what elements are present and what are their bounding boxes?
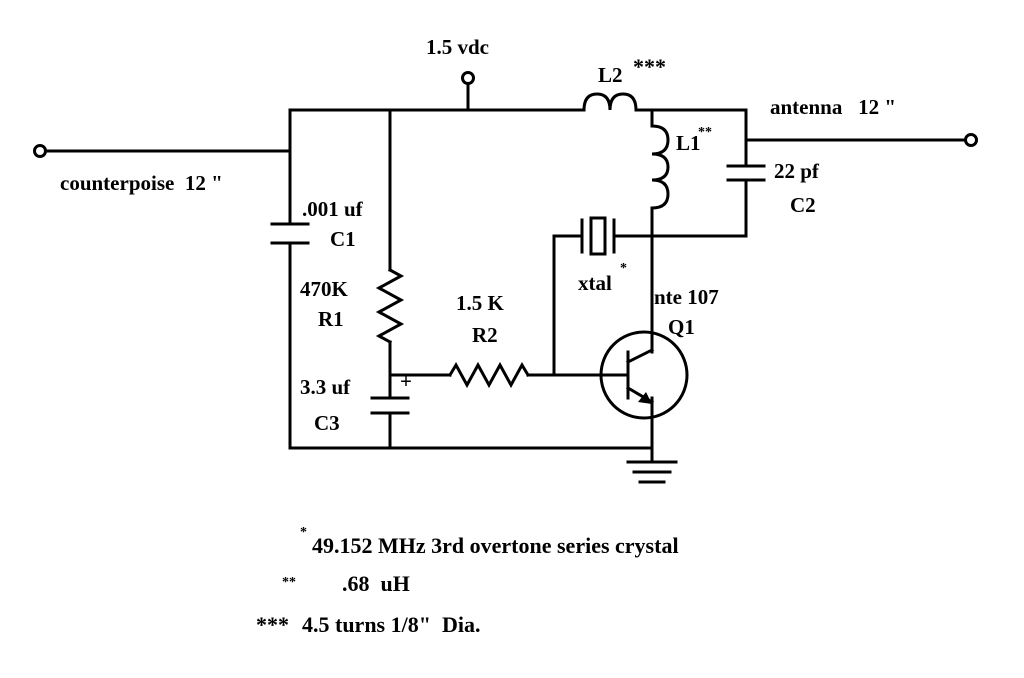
l2-mark: *** <box>633 54 666 79</box>
c1-label: C1 <box>330 227 356 251</box>
antenna-terminal <box>964 133 978 147</box>
wires <box>44 82 968 464</box>
capacitor-c1 <box>270 222 310 245</box>
inductor-l2 <box>582 92 638 112</box>
counterpoise-label: counterpoise 12 " <box>60 171 223 195</box>
l1-mark: ** <box>698 125 712 140</box>
l2-label: L2 <box>598 63 623 87</box>
footnote-2-text: .68 uH <box>342 571 410 596</box>
footnote-1-mark: * <box>300 525 307 540</box>
polarity-plus: + <box>400 369 412 393</box>
footnote-2-mark: ** <box>282 575 296 590</box>
r1-value-label: 470K <box>300 277 349 301</box>
antenna-label: antenna 12 " <box>770 95 896 119</box>
xtal-label: xtal <box>578 271 612 295</box>
c1-value-label: .001 uf <box>302 197 364 221</box>
c2-label: C2 <box>790 193 816 217</box>
inductor-l1 <box>650 124 670 210</box>
q1-label: Q1 <box>668 315 695 339</box>
capacitor-c2 <box>726 164 766 182</box>
xtal-mark: * <box>620 261 627 276</box>
capacitor-c3 <box>370 396 410 415</box>
counterpoise-terminal <box>33 144 47 158</box>
transistor-q1 <box>599 330 689 420</box>
resistor-r2 <box>447 361 531 389</box>
r2-value-label: 1.5 K <box>456 291 505 315</box>
footnote-1-text: 49.152 MHz 3rd overtone series crystal <box>312 533 679 558</box>
r2-label: R2 <box>472 323 498 347</box>
q1-part-label: nte 107 <box>654 285 719 309</box>
c3-label: C3 <box>314 411 340 435</box>
supply-label: 1.5 vdc <box>426 35 489 59</box>
footnote-3-mark: *** <box>256 612 289 637</box>
resistor-r1 <box>375 267 405 345</box>
c2-value-label: 22 pf <box>774 159 820 183</box>
footnote-3-text: 4.5 turns 1/8" Dia. <box>302 612 480 637</box>
footnote-3: *** 4.5 turns 1/8" Dia. <box>256 612 480 637</box>
l1-label: L1 <box>676 131 701 155</box>
supply-terminal <box>461 71 475 85</box>
footnote-2: ** .68 uH <box>282 571 410 596</box>
crystal-xtal <box>580 216 616 256</box>
c3-value-label: 3.3 uf <box>300 375 351 399</box>
r1-label: R1 <box>318 307 344 331</box>
footnote-1: * 49.152 MHz 3rd overtone series crystal <box>300 525 679 558</box>
ground-symbol <box>626 460 678 484</box>
